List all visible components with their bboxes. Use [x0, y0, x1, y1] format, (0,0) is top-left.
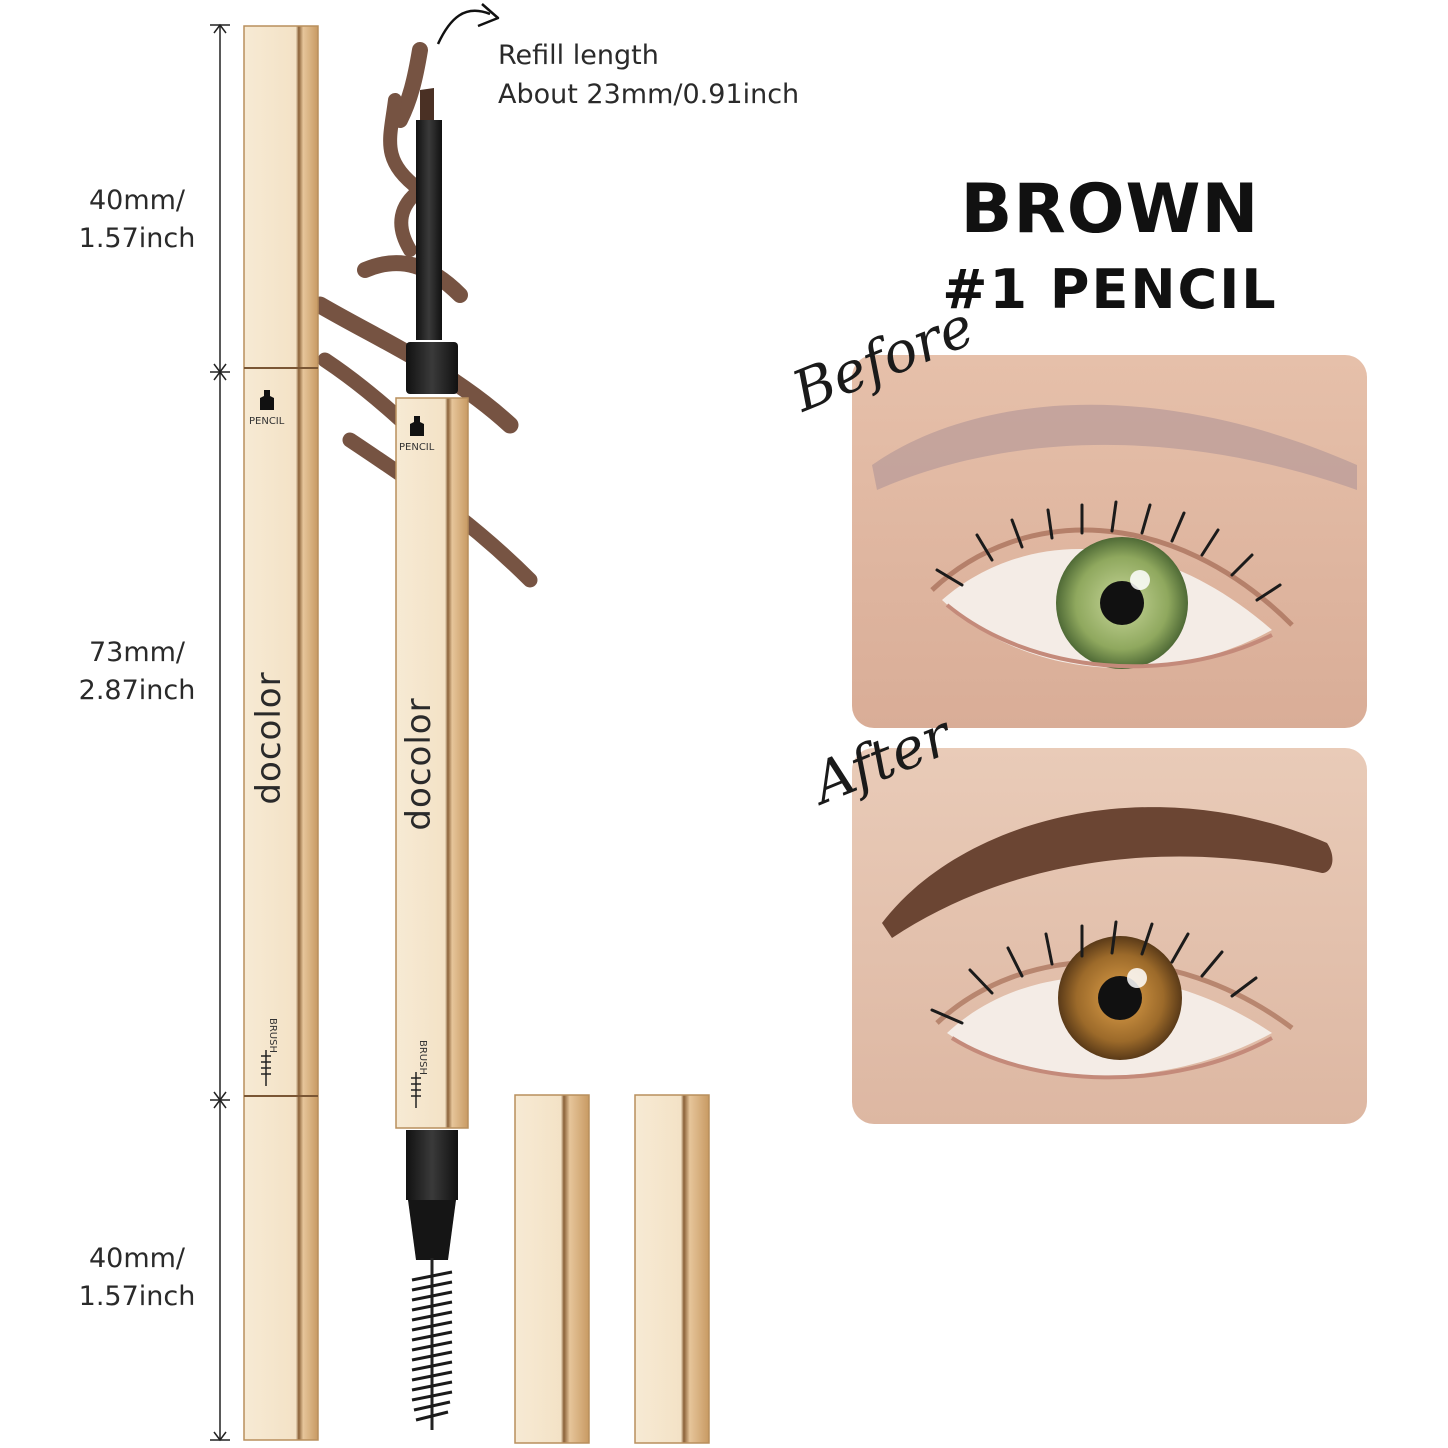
brand-logo: docolor — [399, 697, 439, 831]
refill-note: Refill length About 23mm/0.91inch — [498, 36, 799, 114]
pencil-tip-icon — [410, 416, 424, 436]
shade-number: #1 PENCIL — [942, 258, 1278, 321]
dimension-line — [210, 23, 230, 1442]
pencil-label: PENCIL — [249, 416, 285, 427]
dimension-top: 40mm/ 1.57inch — [52, 182, 222, 258]
dimension-top-inch: 1.57inch — [78, 223, 196, 254]
dimension-bottom-inch: 1.57inch — [78, 1281, 196, 1312]
dimension-bottom-mm: 40mm/ — [88, 1243, 186, 1274]
pencil-tip-icon — [260, 390, 274, 410]
pencil-cap — [514, 1094, 590, 1444]
dimension-top-mm: 40mm/ — [88, 185, 186, 216]
dimension-middle: 73mm/ 2.87inch — [52, 634, 222, 710]
brush-icon — [411, 1072, 421, 1108]
brush-icon — [261, 1050, 271, 1086]
curved-arrow-icon — [436, 3, 500, 45]
refill-title: Refill length — [498, 40, 659, 71]
before-photo — [852, 355, 1367, 728]
pencil-label: PENCIL — [399, 442, 435, 453]
brush-cap — [634, 1094, 710, 1444]
refill-length: About 23mm/0.91inch — [498, 79, 800, 110]
dimension-bottom: 40mm/ 1.57inch — [52, 1240, 222, 1316]
dimension-middle-mm: 73mm/ — [88, 637, 186, 668]
brand-logo: docolor — [249, 671, 289, 805]
capped-pencil — [243, 25, 319, 1441]
open-pencil — [395, 88, 469, 1430]
shade-name: BROWN — [960, 170, 1260, 249]
dimension-middle-inch: 2.87inch — [78, 675, 196, 706]
after-photo — [852, 748, 1367, 1124]
